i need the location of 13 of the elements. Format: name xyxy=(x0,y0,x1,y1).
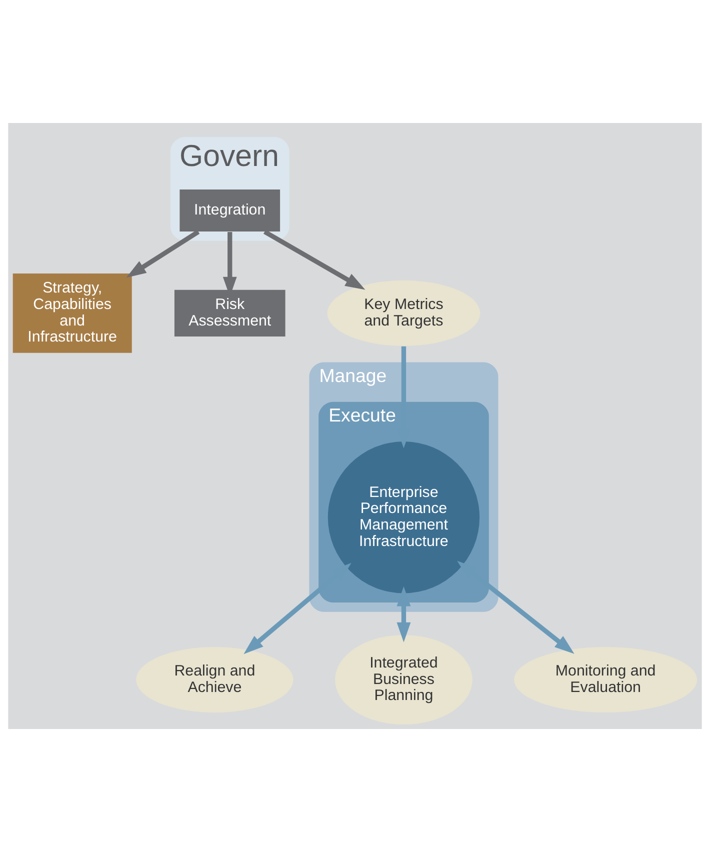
node-box: Risk Assessment xyxy=(174,289,286,336)
node-ellipse: Monitoring and Evaluation xyxy=(514,646,698,712)
arrow xyxy=(244,562,352,654)
node-box: Strategy, Capabilities and Infrastructure xyxy=(12,273,132,352)
arrow xyxy=(396,586,411,642)
arrow xyxy=(263,229,366,290)
node-ellipse: Key Metrics and Targets xyxy=(327,280,480,346)
node-ellipse: Realign and Achieve xyxy=(136,646,294,712)
arrow xyxy=(457,560,574,654)
arrow xyxy=(126,229,200,278)
node-box: Integration xyxy=(180,189,280,231)
node-ellipse: Integrated Business Planning xyxy=(335,634,472,724)
node-circle: Enterprise Performance Management Infrastructure xyxy=(328,441,480,593)
